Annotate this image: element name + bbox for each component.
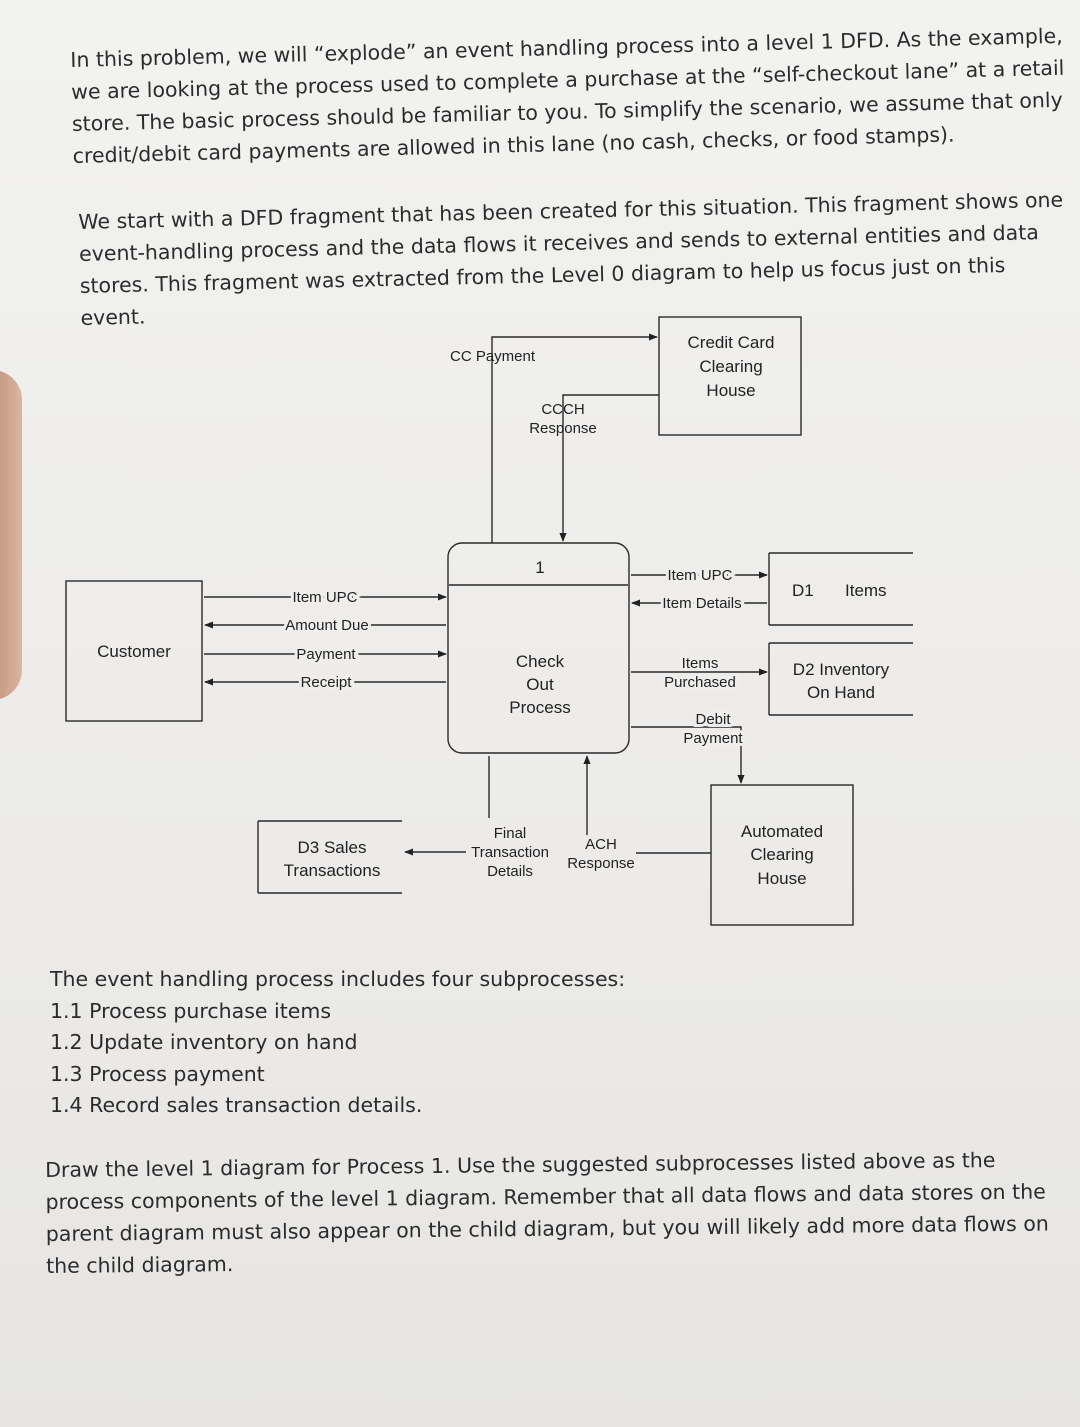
ccch-response-flow-line xyxy=(559,394,659,542)
ach-response-label-1: ACH xyxy=(585,836,617,853)
ach-response-label-2: Response xyxy=(567,855,635,872)
check-out-process-box xyxy=(447,542,630,754)
ccch-response-label-2: Response xyxy=(529,420,597,437)
d1-store-id: D1 xyxy=(792,581,814,600)
cc-payment-label: CC Payment xyxy=(450,348,536,365)
subprocess-item: 1.1 Process purchase items xyxy=(50,998,332,1023)
dfd-fragment-diagram: Credit Card Clearing House CC Payment CC… xyxy=(65,316,913,926)
item-upc-out-label: Item UPC xyxy=(667,567,732,584)
final-transaction-label-3: Details xyxy=(487,863,533,880)
items-purchased-label-2: Purchased xyxy=(664,674,736,691)
automated-clearing-house-label-2: Clearing xyxy=(750,845,813,864)
instructions-paragraph: Draw the level 1 diagram for Process 1. … xyxy=(45,1148,1049,1278)
credit-card-clearing-house-box xyxy=(658,316,802,436)
debit-payment-flow-line xyxy=(631,726,745,784)
process-name-1: Check xyxy=(516,652,565,671)
automated-clearing-house-label-1: Automated xyxy=(741,822,823,841)
automated-clearing-house-label-3: House xyxy=(757,869,806,888)
d3-store-label-1: D3 Sales xyxy=(298,838,367,857)
d3-store-label-2: Transactions xyxy=(284,861,381,880)
process-name-3: Process xyxy=(509,698,570,717)
process-name-2: Out xyxy=(526,675,554,694)
debit-payment-label-2: Payment xyxy=(683,730,743,747)
items-purchased-label-1: Items xyxy=(682,655,719,672)
d2-store-label-2: On Hand xyxy=(807,683,875,702)
final-transaction-label-1: Final xyxy=(494,825,527,842)
credit-card-clearing-house-label-1: Credit Card xyxy=(688,333,775,352)
ccch-response-label-1: CCCH xyxy=(541,401,584,418)
amount-due-label: Amount Due xyxy=(285,617,368,634)
thumb-edge xyxy=(0,370,22,700)
final-transaction-label-2: Transaction xyxy=(471,844,549,861)
automated-clearing-house-box xyxy=(710,784,854,926)
item-details-label: Item Details xyxy=(662,595,741,612)
subprocess-intro: The event handling process includes four… xyxy=(50,967,626,991)
subprocess-item: 1.4 Record sales transaction details. xyxy=(50,1093,423,1117)
payment-label: Payment xyxy=(296,646,356,663)
credit-card-clearing-house-label-3: House xyxy=(706,381,755,400)
d1-store-name: Items xyxy=(845,581,887,600)
credit-card-clearing-house-label-2: Clearing xyxy=(699,357,762,376)
process-number: 1 xyxy=(535,558,544,577)
customer-label: Customer xyxy=(97,642,171,661)
customer-box xyxy=(65,580,203,722)
cc-payment-flow-line xyxy=(491,333,658,543)
debit-payment-label-1: Debit xyxy=(695,711,731,728)
d2-store-label-1: D2 Inventory xyxy=(793,660,890,679)
subprocess-list: The event handling process includes four… xyxy=(50,964,750,1122)
item-upc-in-label: Item UPC xyxy=(292,589,357,606)
subprocess-item: 1.2 Update inventory on hand xyxy=(50,1030,358,1054)
receipt-label: Receipt xyxy=(301,674,353,691)
subprocess-item: 1.3 Process payment xyxy=(50,1061,265,1086)
